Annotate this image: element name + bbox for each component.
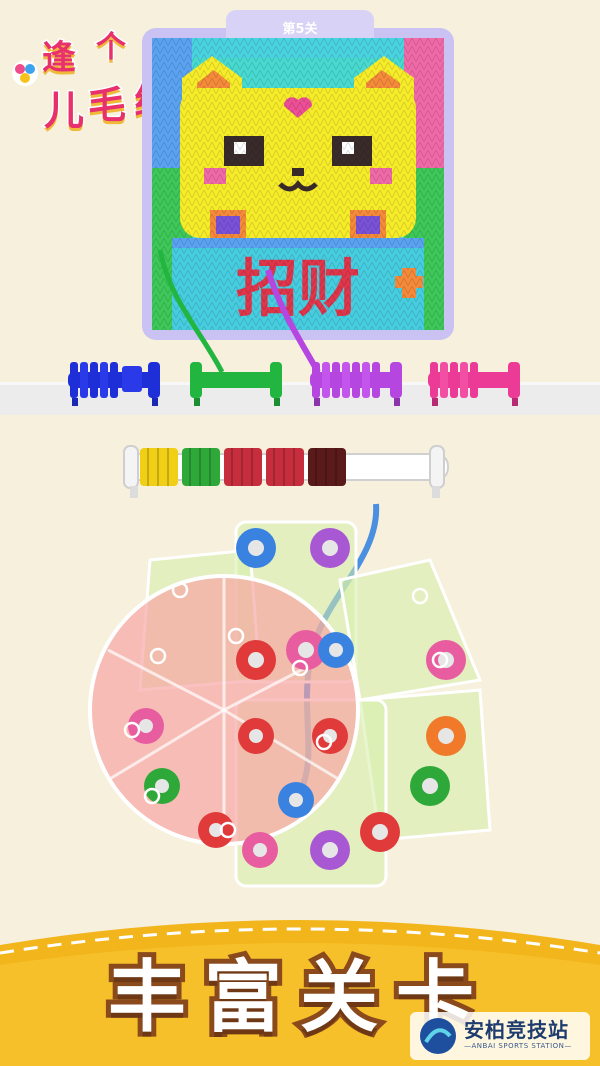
peg[interactable] <box>144 768 180 804</box>
watermark-logo <box>410 1012 590 1060</box>
holder-rack <box>123 445 449 498</box>
game-logo: 逢 个 儿 毛 线 <box>8 22 178 136</box>
logo-char: 个 <box>95 29 128 67</box>
logo-char: 毛 <box>86 82 127 129</box>
spool-blue[interactable] <box>60 352 170 412</box>
peg[interactable] <box>310 528 350 568</box>
spool-purple[interactable] <box>302 352 412 412</box>
watermark-name: 安柏竞技站 <box>464 1018 569 1042</box>
logo-char: 逢 <box>41 37 78 80</box>
puzzle-board <box>88 503 492 888</box>
peg[interactable] <box>128 708 164 744</box>
peg[interactable] <box>242 832 278 868</box>
yarn-strands <box>157 249 321 374</box>
logo-yarn-icon <box>12 60 38 86</box>
peg[interactable] <box>236 528 276 568</box>
logo-char: 儿 <box>43 87 86 136</box>
peg[interactable] <box>410 766 450 806</box>
shelf-top <box>0 382 600 386</box>
watermark-subtitle: —ANBAI SPORTS STATION— <box>464 1042 572 1050</box>
peg[interactable] <box>198 812 234 848</box>
peg[interactable] <box>236 640 276 680</box>
peg[interactable] <box>238 718 274 754</box>
peg[interactable] <box>360 812 400 852</box>
peg[interactable] <box>286 630 326 670</box>
spool-green[interactable] <box>182 352 292 412</box>
pixel-art-canvas: 招财 <box>152 38 444 330</box>
peg[interactable] <box>278 782 314 818</box>
peg[interactable] <box>310 830 350 870</box>
peg[interactable] <box>312 718 348 754</box>
spool-pink[interactable] <box>420 352 530 412</box>
peg[interactable] <box>318 632 354 668</box>
peg[interactable] <box>426 716 466 756</box>
